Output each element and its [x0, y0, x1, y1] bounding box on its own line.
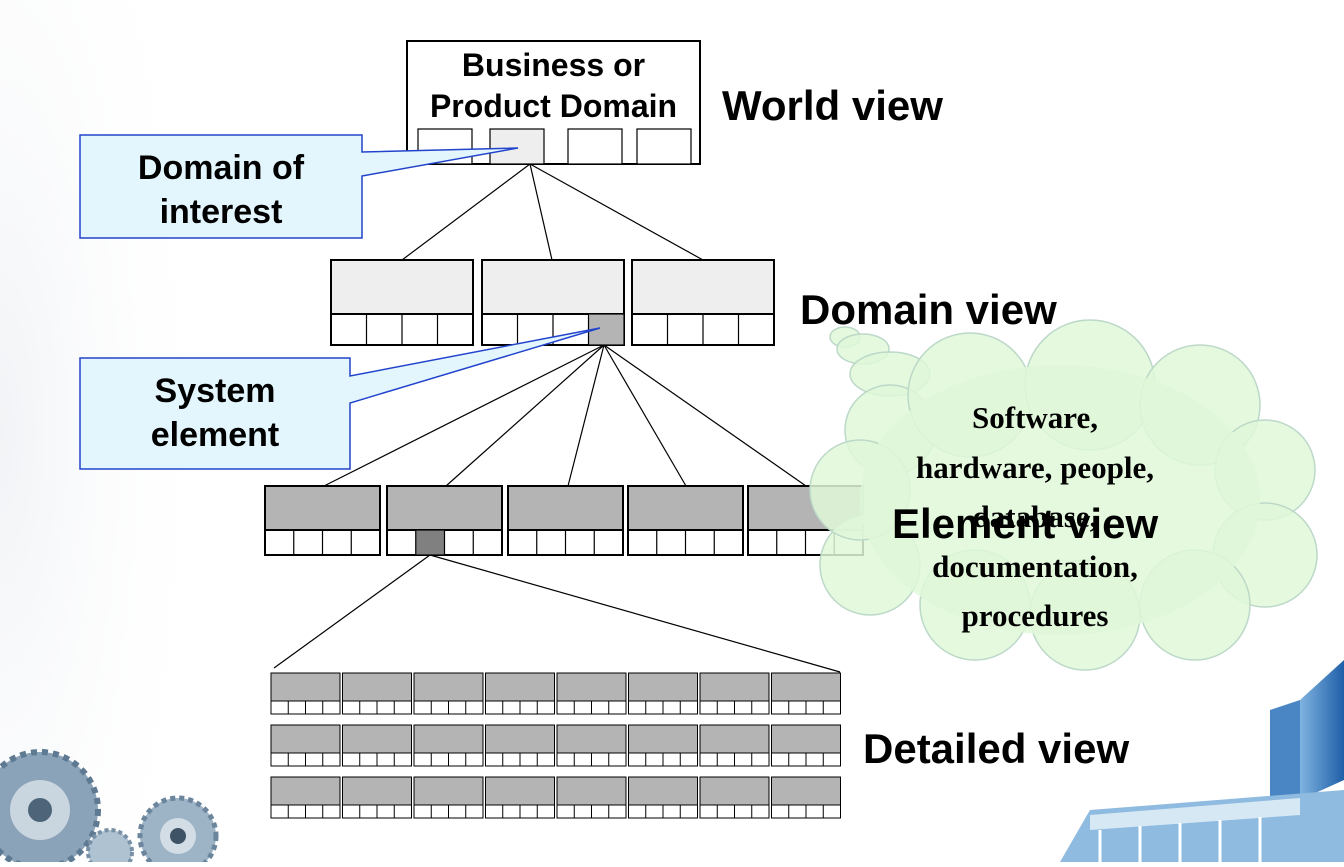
callout-line: Domain of: [137, 149, 305, 187]
detail-box: [485, 776, 555, 819]
detail-box: [628, 672, 698, 715]
detail-box: [270, 672, 341, 715]
detail-box: [270, 776, 341, 819]
detail-box: [771, 724, 841, 767]
callout-line: interest: [159, 193, 283, 232]
cloud-line: documentation,: [932, 548, 1138, 584]
domain-box-selected: [481, 259, 625, 346]
callout-domain-of-interest-text: Domain of interest: [80, 146, 362, 234]
detail-box: [485, 724, 555, 767]
detail-box: [556, 672, 627, 715]
element-detail-cell: [415, 529, 446, 556]
detail-box: [771, 776, 841, 819]
root-title-line1: Business or: [461, 47, 646, 83]
callout-system-element: [79, 327, 601, 470]
building-decoration: [1060, 660, 1344, 862]
root-cell: [567, 128, 623, 165]
element-box: [627, 485, 744, 556]
element-box-selected: [386, 485, 503, 556]
domain-view-row: [330, 259, 775, 346]
cloud-line: Software,: [972, 400, 1098, 435]
root-box-title: Business or Product Domain: [407, 45, 700, 127]
cloud-line: hardware, people,: [916, 449, 1154, 485]
gears-decoration: [0, 749, 219, 867]
callout-domain-of-interest: [79, 134, 519, 239]
root-cell: [636, 128, 692, 165]
domain-view-label: Domain view: [800, 286, 1057, 333]
detail-box: [628, 776, 698, 819]
connector-lines: [273, 163, 841, 673]
detail-box: [771, 672, 841, 715]
detail-box: [699, 724, 770, 767]
detail-box: [628, 724, 698, 767]
callout-line: System: [154, 372, 276, 410]
callout-line: element: [150, 416, 280, 455]
detail-box: [556, 724, 627, 767]
world-view-label: World view: [722, 82, 943, 129]
detailed-view-grid: [270, 672, 841, 819]
detail-box: [413, 724, 484, 767]
detail-box: [413, 672, 484, 715]
element-view-label: Element view: [892, 500, 1159, 547]
detail-box: [699, 776, 770, 819]
domain-box: [330, 259, 474, 346]
detail-box: [342, 724, 412, 767]
cloud-line: database,: [972, 499, 1098, 535]
detail-box: [699, 672, 770, 715]
cloud-text: Software, hardware, people, database, do…: [860, 393, 1210, 641]
domain-box: [631, 259, 775, 346]
detail-box: [270, 724, 341, 767]
thought-cloud: [809, 319, 1318, 671]
element-view-row: [264, 485, 864, 556]
root-title-line2: Product Domain: [429, 87, 678, 124]
detail-box: [556, 776, 627, 819]
root-cell-selected: [489, 128, 545, 165]
detail-box: [342, 672, 412, 715]
detail-box: [413, 776, 484, 819]
element-box: [264, 485, 381, 556]
cloud-line: procedures: [961, 598, 1109, 634]
element-box: [507, 485, 624, 556]
detail-box: [342, 776, 412, 819]
root-box: [406, 40, 701, 165]
detail-box: [485, 672, 555, 715]
callout-system-element-text: System element: [80, 369, 350, 457]
detailed-view-label: Detailed view: [863, 725, 1130, 772]
